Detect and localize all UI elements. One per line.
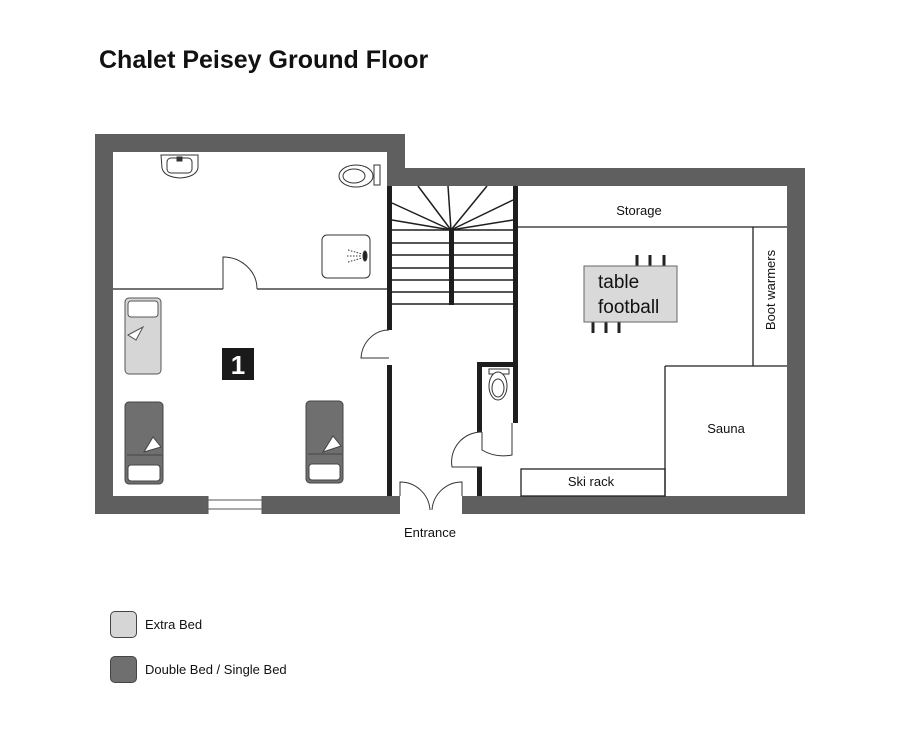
extra-bed <box>124 297 162 375</box>
wc-toilet-icon <box>488 368 510 401</box>
page-title: Chalet Peisey Ground Floor <box>99 46 429 74</box>
table-football: table football <box>583 255 678 333</box>
partitions <box>113 226 787 497</box>
boot-warmers-label: Boot warmers <box>763 249 778 330</box>
sauna-label: Sauna <box>707 421 745 436</box>
toilet-icon <box>338 164 381 188</box>
single-bed <box>305 400 344 484</box>
sink-icon <box>160 154 199 179</box>
legend-label: Double Bed / Single Bed <box>145 662 287 677</box>
legend-label: Extra Bed <box>145 617 203 632</box>
bedroom-number: 1 <box>231 350 245 380</box>
table-football-label: table <box>598 272 639 293</box>
storage-label: Storage <box>616 203 662 218</box>
extra-bed-swatch <box>110 611 137 638</box>
inner-walls <box>387 186 518 496</box>
legend-double-single-bed: Double Bed / Single Bed <box>110 656 287 683</box>
bedroom-badge <box>222 348 254 380</box>
staircase <box>391 185 514 305</box>
ski-rack-label: Ski rack <box>568 474 615 489</box>
legend-extra-bed: Extra Bed <box>110 611 202 638</box>
shower-icon <box>321 234 371 279</box>
window <box>207 496 263 514</box>
table-football-label: football <box>598 297 659 318</box>
double-bed-swatch <box>110 656 137 683</box>
outer-walls <box>95 134 805 514</box>
single-bed <box>124 401 164 485</box>
doors[interactable] <box>222 256 513 511</box>
entrance-label: Entrance <box>404 525 456 540</box>
